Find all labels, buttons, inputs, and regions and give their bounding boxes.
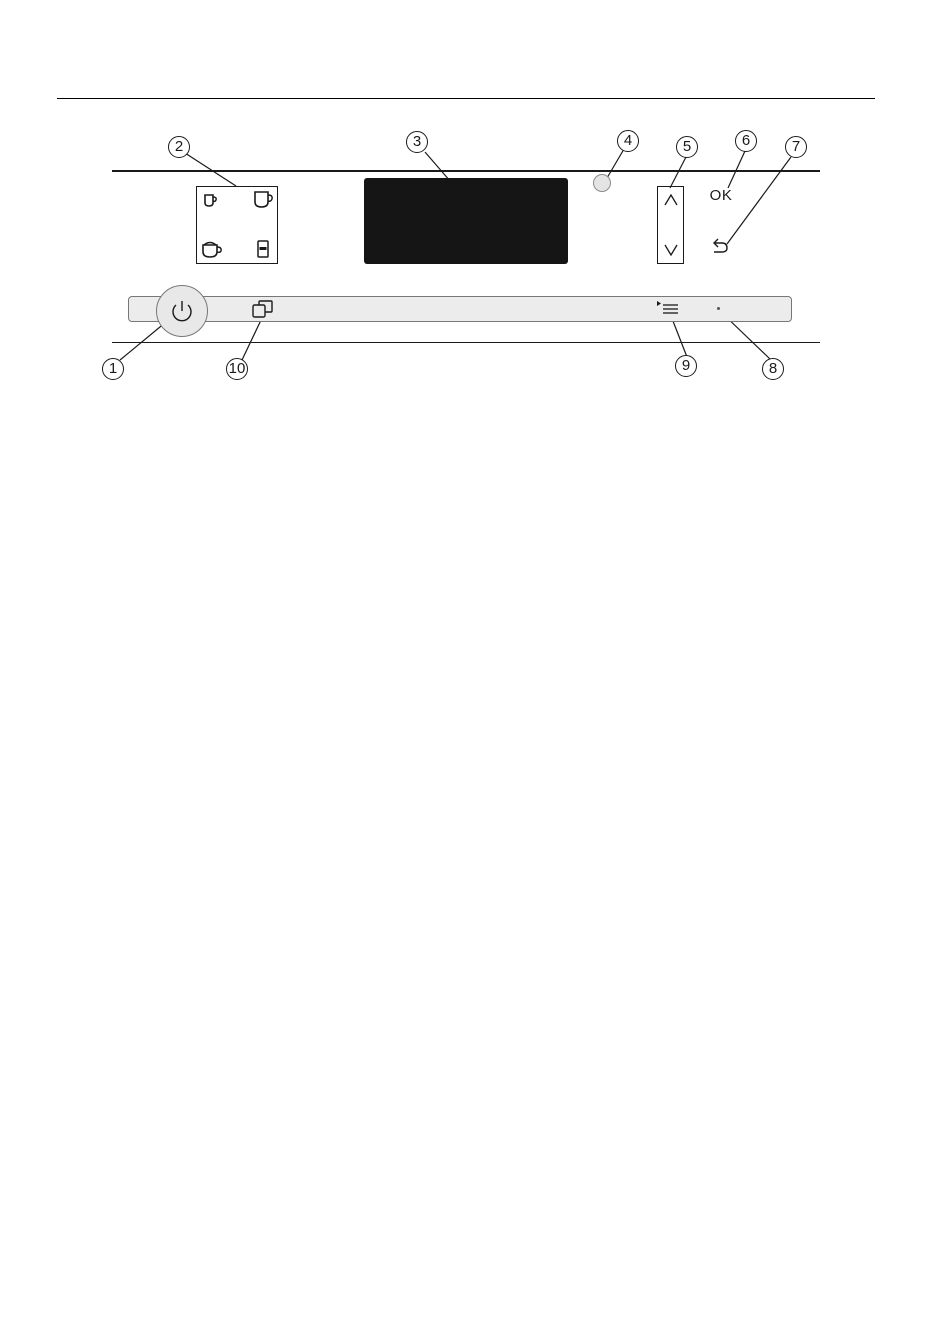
- callout-9: 9: [675, 355, 697, 377]
- cappuccino-icon[interactable]: [201, 239, 223, 259]
- callout-5: 5: [676, 136, 698, 158]
- coffee-icon[interactable]: [253, 190, 275, 210]
- latte-macchiato-icon[interactable]: [257, 240, 269, 258]
- light-sensor: [717, 307, 720, 310]
- arrow-up-button[interactable]: [658, 189, 683, 211]
- callout-8: 8: [762, 358, 784, 380]
- callout-6: 6: [735, 130, 757, 152]
- callout-2: 2: [168, 136, 190, 158]
- arrow-down-button[interactable]: [658, 239, 683, 261]
- display-screen: [364, 178, 568, 264]
- control-bar: [128, 296, 792, 322]
- chevron-down-icon: [664, 244, 678, 256]
- power-icon: [157, 286, 207, 336]
- back-icon[interactable]: [709, 238, 731, 256]
- callout-3: 3: [406, 131, 428, 153]
- menu-icon[interactable]: [656, 298, 680, 318]
- ok-button[interactable]: OK: [706, 187, 736, 204]
- callout-10: 10: [226, 358, 248, 380]
- on-off-button[interactable]: [156, 285, 208, 337]
- chevron-up-icon: [664, 194, 678, 206]
- two-cups-icon[interactable]: [251, 299, 275, 319]
- arrow-buttons: [657, 186, 684, 264]
- callout-7: 7: [785, 136, 807, 158]
- beverage-button-panel: [196, 186, 278, 264]
- callout-1: 1: [102, 358, 124, 380]
- callout-4: 4: [617, 130, 639, 152]
- proximity-sensor: [593, 174, 611, 192]
- espresso-icon[interactable]: [203, 193, 219, 209]
